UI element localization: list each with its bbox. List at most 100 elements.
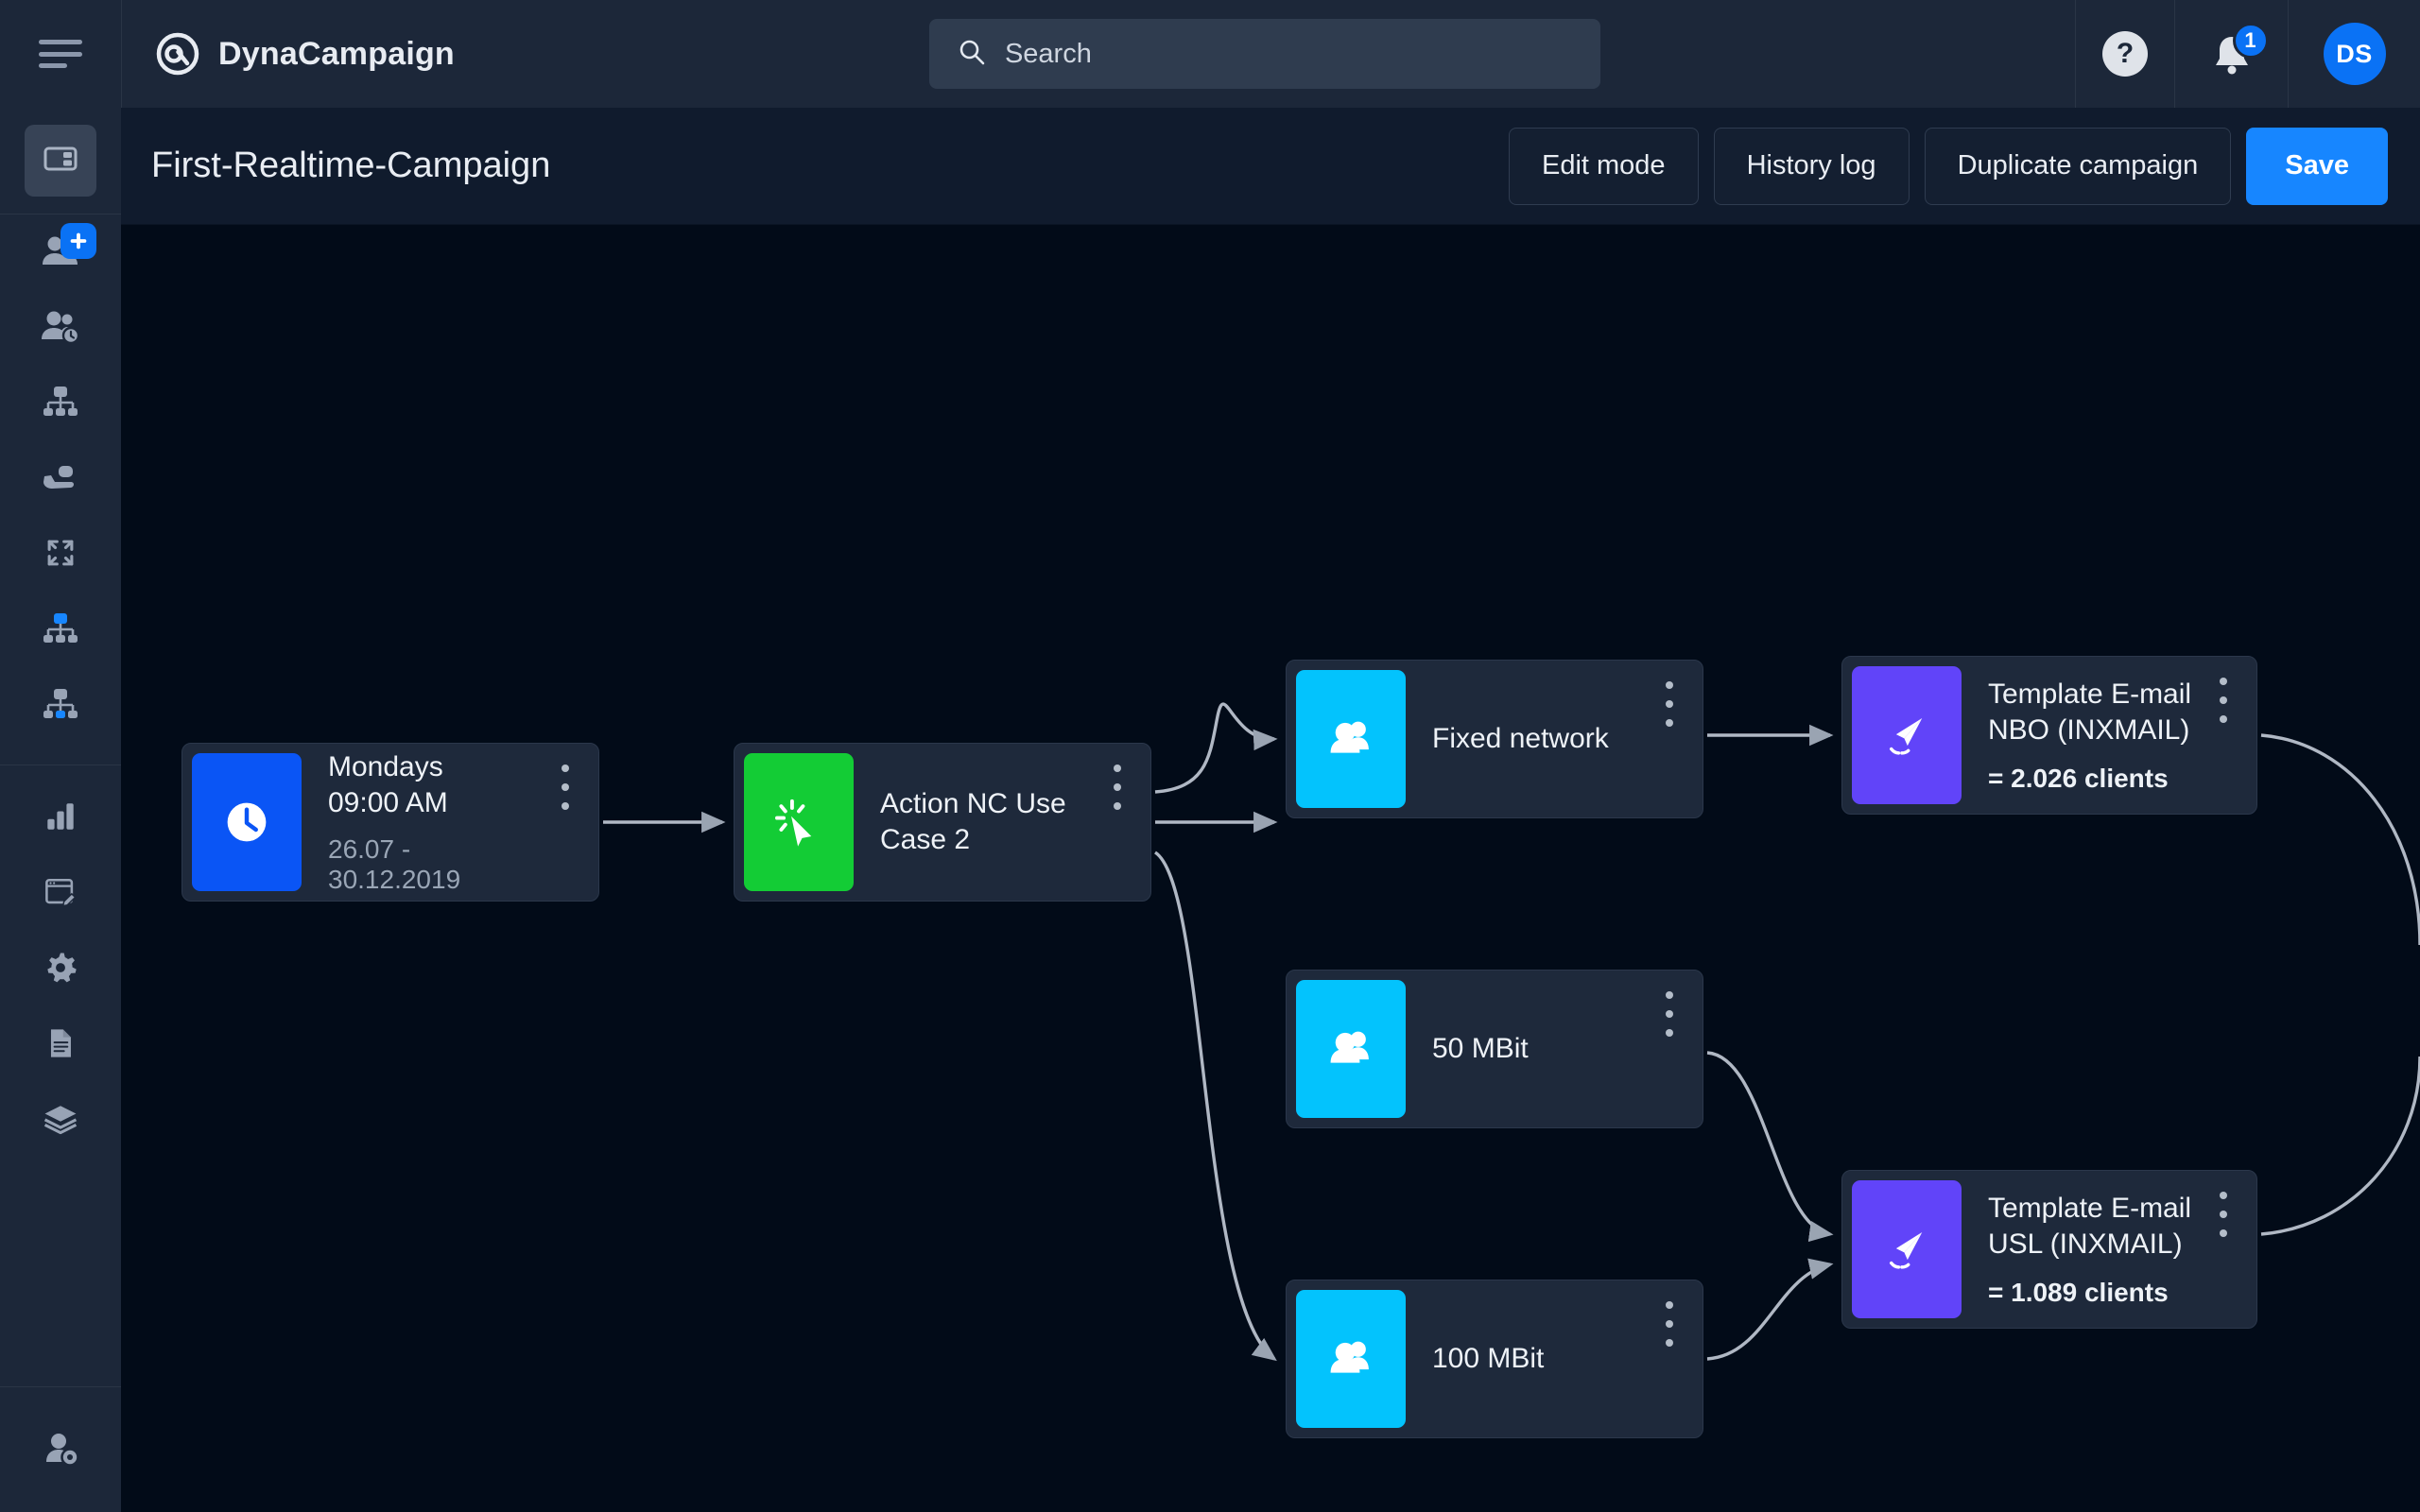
sidebar-item-documents[interactable] xyxy=(0,1007,121,1083)
mail-usl-body: Template E-mail USL (INXMAIL) = 1.089 cl… xyxy=(1962,1191,2240,1308)
mail-usl-metric: = 1.089 clients xyxy=(1988,1278,2169,1307)
paper-plane-icon xyxy=(1852,666,1962,804)
segment-100mbit-title: 100 MBit xyxy=(1432,1343,1545,1374)
notifications-button[interactable]: 1 xyxy=(2174,0,2288,108)
campaign-flow-canvas[interactable]: Mondays 09:00 AM 26.07 - 30.12.2019 Acti… xyxy=(121,225,2420,1512)
flow-edges xyxy=(603,702,2420,1362)
duplicate-campaign-button[interactable]: Duplicate campaign xyxy=(1924,127,2232,205)
bar-chart-icon xyxy=(41,797,80,841)
expand-arrows-icon xyxy=(41,533,80,577)
paper-plane-icon xyxy=(1852,1180,1962,1318)
sidebar-item-layers[interactable] xyxy=(0,1083,121,1159)
sidebar-item-add-contacts[interactable] xyxy=(0,215,121,290)
search-icon xyxy=(958,38,986,71)
page-title: First-Realtime-Campaign xyxy=(151,146,551,185)
sidebar-item-expand-canvas[interactable] xyxy=(0,517,121,593)
sidebar-item-reports[interactable] xyxy=(0,781,121,856)
flow-node-action[interactable]: Action NC Use Case 2 xyxy=(734,743,1151,902)
action-body: Action NC Use Case 2 xyxy=(854,786,1115,858)
sidebar-item-contact-history[interactable] xyxy=(0,290,121,366)
flow-node-segment-100mbit[interactable]: 100 MBit xyxy=(1286,1280,1703,1438)
mail-nbo-title-line1: Template E-mail xyxy=(1988,679,2192,710)
hamburger-icon xyxy=(39,40,82,68)
flow-node-mail-nbo[interactable]: Template E-mail NBO (INXMAIL) = 2.026 cl… xyxy=(1841,656,2257,815)
action-title-line1: Action NC Use xyxy=(880,788,1066,819)
sidebar-group-primary xyxy=(0,215,121,744)
segment-50mbit-title: 50 MBit xyxy=(1432,1033,1529,1064)
help-button[interactable]: ? xyxy=(2075,0,2174,108)
hand-user-icon xyxy=(39,455,82,504)
layout-panel-icon xyxy=(42,140,79,182)
brand-name: DynaCampaign xyxy=(218,35,455,72)
left-sidebar xyxy=(0,108,121,1512)
user-gear-icon xyxy=(39,1426,82,1474)
more-vertical-icon[interactable] xyxy=(1657,1301,1682,1347)
more-vertical-icon[interactable] xyxy=(1105,765,1130,810)
menu-toggle-button[interactable] xyxy=(0,0,121,108)
hierarchy-icon xyxy=(39,380,82,428)
panel-btn-wrap xyxy=(25,125,96,197)
action-title-line2: Case 2 xyxy=(880,824,971,855)
sidebar-item-campaign-tree[interactable] xyxy=(0,668,121,744)
top-bar: DynaCampaign Search ? 1 DS xyxy=(0,0,2420,108)
sidebar-item-settings[interactable] xyxy=(0,932,121,1007)
flow-node-trigger[interactable]: Mondays 09:00 AM 26.07 - 30.12.2019 xyxy=(182,743,599,902)
plus-icon xyxy=(60,223,96,259)
trigger-title-line2: 09:00 AM xyxy=(328,787,448,818)
gear-icon xyxy=(41,948,80,992)
search-area: Search xyxy=(455,19,2075,89)
notification-badge: 1 xyxy=(2232,23,2269,59)
users-icon xyxy=(1296,670,1406,808)
sidebar-group-secondary xyxy=(0,781,121,1159)
mail-nbo-body: Template E-mail NBO (INXMAIL) = 2.026 cl… xyxy=(1962,677,2240,794)
bell-icon: 1 xyxy=(2206,23,2269,79)
segment-50mbit-body: 50 MBit xyxy=(1406,1031,1578,1067)
segment-100mbit-body: 100 MBit xyxy=(1406,1341,1593,1377)
more-vertical-icon[interactable] xyxy=(1657,991,1682,1037)
hierarchy-active-icon xyxy=(39,607,82,655)
users-icon xyxy=(1296,980,1406,1118)
save-button[interactable]: Save xyxy=(2246,127,2388,205)
sidebar-divider-bottom xyxy=(0,1386,121,1387)
dynacampaign-logo xyxy=(156,32,199,76)
users-clock-icon xyxy=(39,304,82,352)
layers-icon xyxy=(41,1099,80,1143)
sidebar-item-user-settings[interactable] xyxy=(0,1387,121,1512)
mail-nbo-metric: = 2.026 clients xyxy=(1988,764,2169,793)
click-cursor-icon xyxy=(744,753,854,891)
page-header: First-Realtime-Campaign Edit mode Histor… xyxy=(121,108,2420,225)
brand[interactable]: DynaCampaign xyxy=(121,0,455,108)
flow-node-segment-fixed-network[interactable]: Fixed network xyxy=(1286,660,1703,818)
history-log-button[interactable]: History log xyxy=(1713,127,1910,205)
document-icon xyxy=(41,1023,80,1068)
trigger-body: Mondays 09:00 AM 26.07 - 30.12.2019 xyxy=(302,749,598,895)
search-placeholder: Search xyxy=(1004,38,1092,69)
user-menu-button[interactable]: DS xyxy=(2288,0,2420,108)
more-vertical-icon[interactable] xyxy=(2211,1192,2236,1237)
edit-mode-button[interactable]: Edit mode xyxy=(1508,127,1699,205)
more-vertical-icon[interactable] xyxy=(553,765,578,810)
mail-usl-title-line2: USL (INXMAIL) xyxy=(1988,1228,2183,1260)
flow-node-mail-usl[interactable]: Template E-mail USL (INXMAIL) = 1.089 cl… xyxy=(1841,1170,2257,1329)
mail-nbo-title-line2: NBO (INXMAIL) xyxy=(1988,714,2190,746)
sidebar-item-editor[interactable] xyxy=(0,856,121,932)
flow-node-segment-50mbit[interactable]: 50 MBit xyxy=(1286,970,1703,1128)
more-vertical-icon[interactable] xyxy=(1657,681,1682,727)
trigger-title-line1: Mondays xyxy=(328,751,443,782)
window-pencil-icon xyxy=(41,872,80,917)
question-mark-icon: ? xyxy=(2102,31,2148,77)
segment-fixed-network-body: Fixed network xyxy=(1406,721,1658,757)
trigger-date-range: 26.07 - 30.12.2019 xyxy=(328,834,461,894)
avatar: DS xyxy=(2323,23,2386,85)
clock-icon xyxy=(192,753,302,891)
users-icon xyxy=(1296,1290,1406,1428)
sidebar-panel-toggle[interactable] xyxy=(0,108,121,214)
page-actions: Edit mode History log Duplicate campaign… xyxy=(1508,127,2420,205)
search-input[interactable]: Search xyxy=(928,19,1600,89)
sidebar-item-offer-hand[interactable] xyxy=(0,441,121,517)
hierarchy-node-icon xyxy=(39,682,82,730)
sidebar-item-segment-tree[interactable] xyxy=(0,366,121,441)
more-vertical-icon[interactable] xyxy=(2211,678,2236,723)
segment-fixed-network-title: Fixed network xyxy=(1432,723,1609,754)
sidebar-item-campaign-tree-active[interactable] xyxy=(0,593,121,668)
